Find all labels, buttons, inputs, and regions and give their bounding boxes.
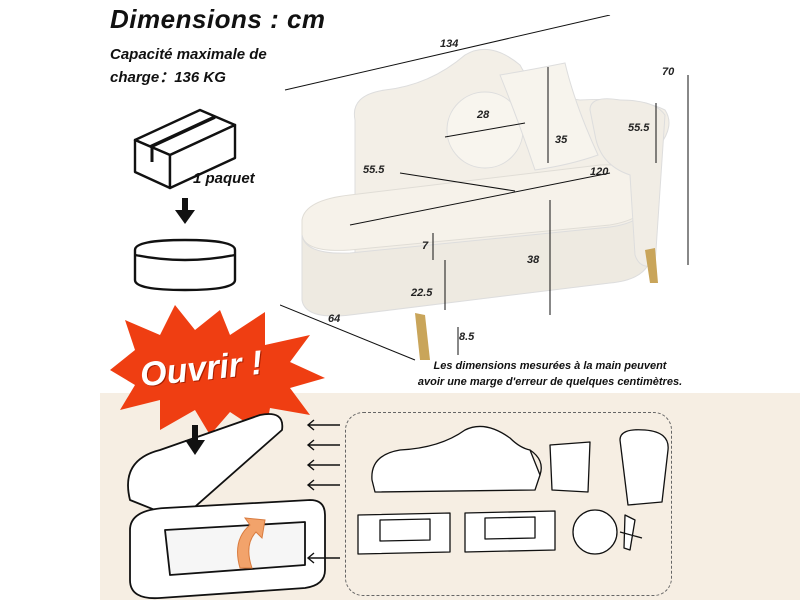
capacity-line-1: Capacité maximale de <box>110 46 267 63</box>
box-icon <box>133 108 237 190</box>
part-backrest <box>371 425 541 493</box>
dim-seat-length: 120 <box>590 166 609 178</box>
part-square-pillow <box>549 441 591 493</box>
page-title: Dimensions : cm <box>110 4 326 34</box>
dim-seat-height: 38 <box>527 254 540 266</box>
chaise-illustration <box>280 15 689 361</box>
dim-height-total: 70 <box>662 66 675 78</box>
open-storage-illustration <box>127 413 326 600</box>
dim-length: 134 <box>440 38 459 50</box>
burst-badge <box>110 305 325 435</box>
dim-lid-thickness: 7 <box>422 240 429 252</box>
measurement-note-line-2: avoir une marge d'erreur de quelques cen… <box>417 376 683 388</box>
gold-leg-back <box>645 248 658 283</box>
package-illustration <box>133 108 237 292</box>
parts-illustration <box>357 425 669 555</box>
part-arrows <box>306 419 340 564</box>
dim-seat-depth: 55.5 <box>363 164 385 176</box>
arrow-down-icon <box>175 198 195 224</box>
curved-arrow-icon <box>237 517 266 569</box>
measurement-note-line-1: Les dimensions mesurées à la main peuven… <box>433 360 667 372</box>
arrow-down-icon <box>185 425 205 455</box>
square-pillow <box>499 62 599 171</box>
dim-pillow-square: 35 <box>555 134 568 146</box>
dim-pillow-round: 28 <box>477 109 490 121</box>
dim-leg-height: 8.5 <box>459 331 475 343</box>
gold-leg-front <box>415 313 430 360</box>
part-leg <box>623 514 636 551</box>
burst-shape <box>110 305 325 435</box>
dim-width: 64 <box>328 313 341 325</box>
dim-backrest-height: 55.5 <box>628 122 650 134</box>
parts-frame <box>345 412 672 596</box>
package-label: 1 paquet <box>193 170 255 187</box>
ottoman-icon <box>133 238 237 292</box>
part-arm <box>619 429 669 506</box>
open-lid <box>127 413 284 521</box>
dim-storage-depth: 22.5 <box>411 287 433 299</box>
capacity-line-2: charge：136 KG <box>110 69 226 86</box>
part-round-pillow <box>572 509 618 555</box>
